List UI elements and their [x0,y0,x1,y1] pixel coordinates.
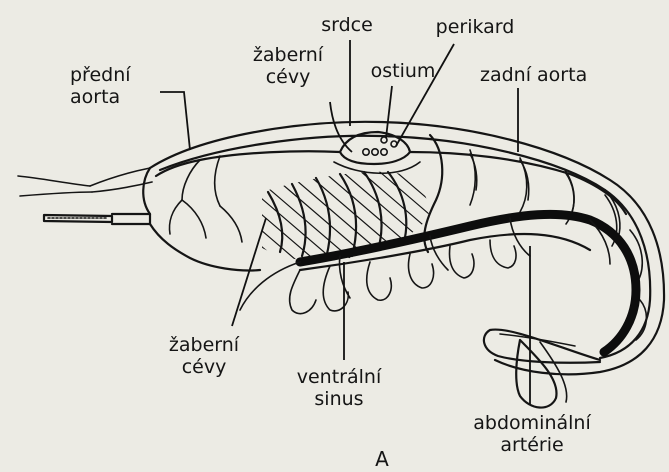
label-zadni-aorta: zadní aorta [480,64,587,86]
label-srdce: srdce [308,14,386,36]
label-predni-aorta: přední aorta [70,64,131,108]
label-panel-letter: A [370,448,394,470]
ventral-vessel [240,214,636,352]
label-zaberni-cevy-top: žaberní cévy [238,44,338,88]
label-zaberni-cevy-bottom: žaberní cévy [154,334,254,378]
label-abdominalni-arterie: abdominální artérie [442,412,622,456]
label-perikard: perikard [416,16,534,38]
tail-fan [484,330,600,408]
antennae [18,168,152,224]
label-ostium: ostium [356,60,450,82]
label-ventralni-sinus: ventrální sinus [280,366,398,410]
